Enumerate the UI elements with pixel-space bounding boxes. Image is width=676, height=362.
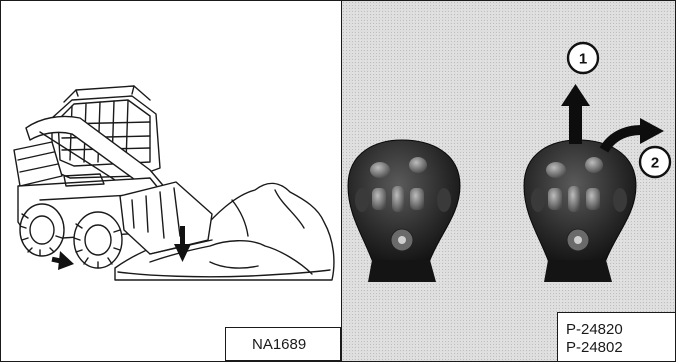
push-forward-arrow-icon — [561, 84, 590, 144]
figure-id-text-line2: P-24802 — [566, 339, 623, 356]
figure-id-text: NA1689 — [252, 336, 306, 353]
figure-id-label-left: NA1689 — [225, 327, 341, 361]
tilt-right-arrow-icon — [604, 118, 664, 150]
svg-text:1: 1 — [579, 51, 587, 68]
joystick-left — [348, 140, 460, 282]
figure-id-label-right: P-24820 P-24802 — [557, 312, 676, 362]
figure-id-text-line1: P-24820 — [566, 321, 623, 338]
joystick-right — [524, 140, 636, 282]
callout-1: 1 — [568, 43, 598, 73]
callout-2: 2 — [640, 147, 670, 177]
svg-text:2: 2 — [651, 155, 659, 172]
